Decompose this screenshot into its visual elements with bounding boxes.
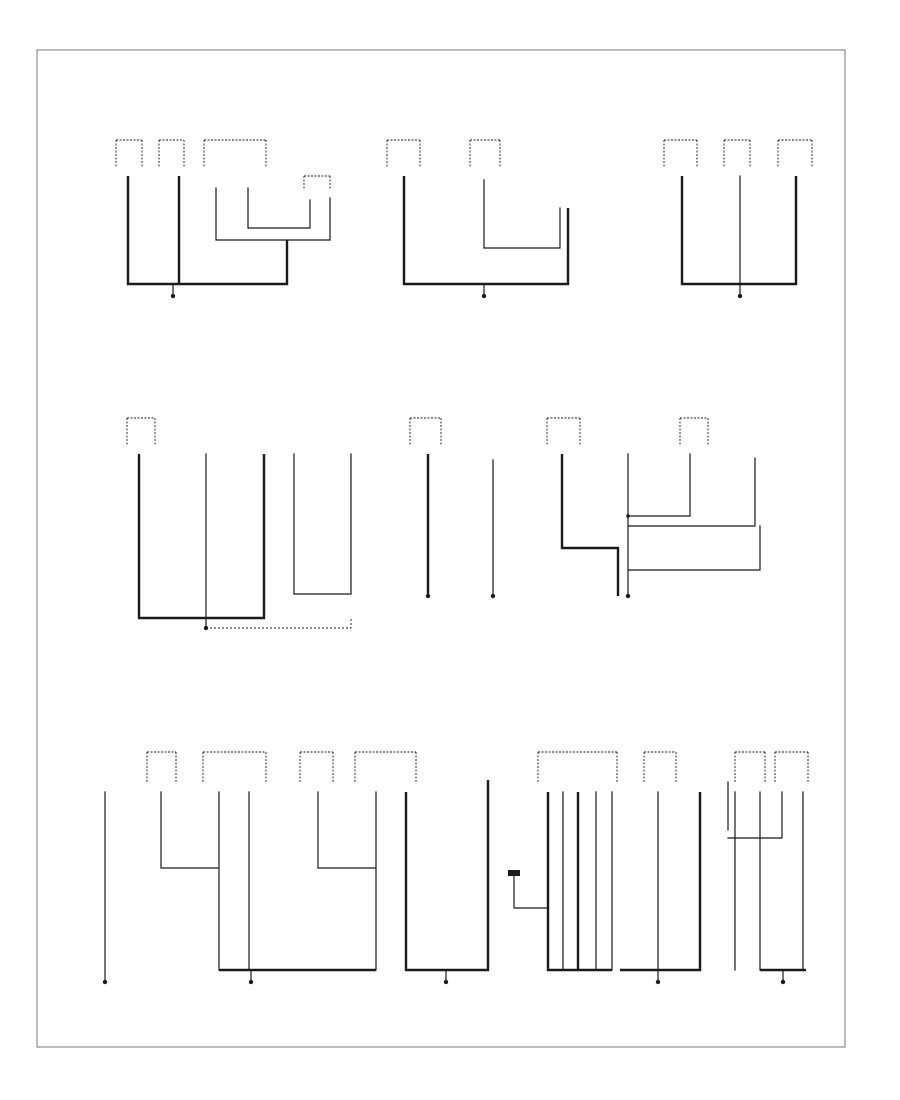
ground-circuit-middle-right: [546, 417, 761, 599]
ground-circuit-upper-left: [115, 139, 331, 299]
ground-circuit-lower-right: [508, 751, 809, 985]
ground-circuit-middle-center: [409, 417, 496, 599]
ground-circuit-middle-left: [126, 417, 352, 631]
ground-circuit-upper-right: [663, 139, 813, 299]
ground-circuit-lower-left: [102, 751, 490, 985]
diagram-border: [36, 49, 846, 1048]
ground-circuit-upper-middle: [386, 139, 570, 299]
